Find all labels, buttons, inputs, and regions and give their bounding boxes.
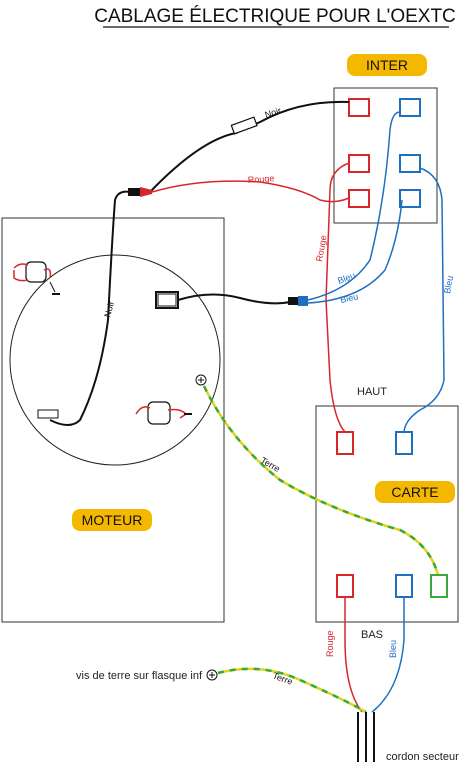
ground-symbol-icon xyxy=(195,374,207,386)
inter-terminal-blue-3 xyxy=(399,189,421,208)
wire-rouge-carte-haut xyxy=(325,162,350,433)
inter-terminals xyxy=(348,98,421,208)
vis-terre-label: vis de terre sur flasque inf xyxy=(76,670,203,682)
cordon-secteur-label: cordon secteur xyxy=(386,751,459,763)
label-noir-top: Noir xyxy=(264,105,283,120)
wire-noir-connecteur-bleu xyxy=(177,293,291,305)
fuse-icon xyxy=(230,116,258,135)
wire-noir-moteur xyxy=(49,190,131,426)
moteur-badge xyxy=(72,509,152,531)
carte-terminal-haut-red xyxy=(336,431,354,455)
diagram-title: CABLAGE ÉLECTRIQUE POUR L'OEXTC xyxy=(94,6,456,27)
carte-terminal-bas-red xyxy=(336,574,354,598)
label-rouge-bas: Rouge xyxy=(325,630,335,657)
inter-badge-label: INTER xyxy=(366,57,408,73)
label-terre-flasque: Terre xyxy=(271,670,294,686)
cordon-secteur xyxy=(357,712,375,762)
wire-rouge-inter xyxy=(151,180,350,203)
carte-terminal-bas-blue xyxy=(395,574,413,598)
label-bleu-2: Bleu xyxy=(339,291,359,305)
haut-label: HAUT xyxy=(357,386,387,398)
label-noir-vertical: Noir xyxy=(102,300,116,319)
label-bleu-bas: Bleu xyxy=(388,640,398,658)
carte-badge xyxy=(375,481,455,503)
inter-terminal-red-2 xyxy=(348,154,370,173)
connector-red-icon xyxy=(128,187,152,197)
wire-terre-flasque xyxy=(217,667,367,714)
inter-badge xyxy=(347,54,427,76)
wire-bleu-cordon xyxy=(371,597,405,713)
wire-bleu-inter-1 xyxy=(307,111,401,301)
carte-terminal-haut-blue xyxy=(395,431,413,455)
bas-label: BAS xyxy=(361,629,383,641)
label-rouge-vertical: Rouge xyxy=(314,234,328,262)
moteur-circle xyxy=(9,254,221,466)
inter-terminal-blue-1 xyxy=(399,98,421,117)
connector-blue-icon xyxy=(288,296,308,306)
inter-terminal-red-3 xyxy=(348,189,370,208)
carte-terminals xyxy=(336,431,448,598)
moteur-badge-label: MOTEUR xyxy=(82,512,143,528)
carte-badge-label: CARTE xyxy=(391,484,438,500)
wire-bleu-carte-haut xyxy=(403,167,445,433)
label-bleu-right: Bleu xyxy=(442,275,455,294)
capacitor-top-icon xyxy=(13,261,60,295)
inter-terminal-red-1 xyxy=(348,98,370,117)
wire-bleu-inter-2 xyxy=(307,199,403,304)
carte-terminal-terre xyxy=(430,574,448,598)
inter-terminal-blue-2 xyxy=(399,154,421,173)
label-rouge-top: Rouge xyxy=(247,173,274,185)
moteur-lug xyxy=(37,409,59,419)
ground-symbol-flasque-icon xyxy=(206,669,218,681)
capacitor-bottom-icon xyxy=(135,401,192,425)
